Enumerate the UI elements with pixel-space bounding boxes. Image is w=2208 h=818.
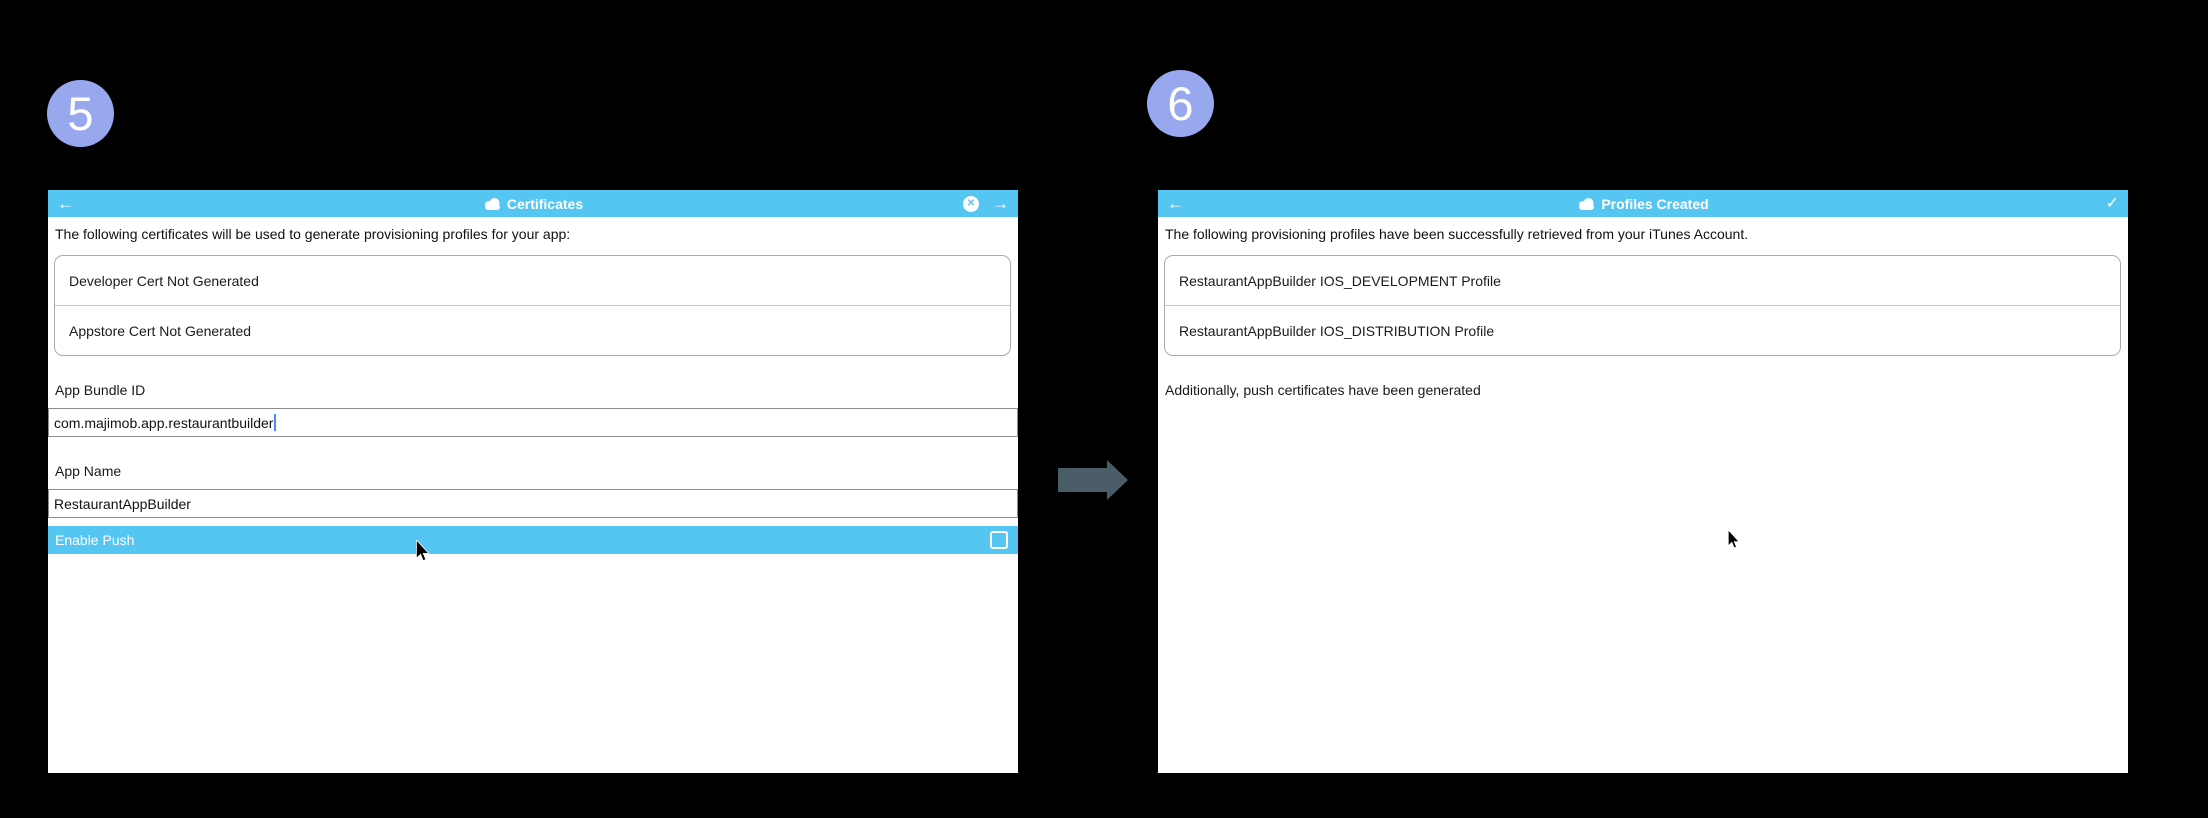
profiles-title-group: Profiles Created [1158, 190, 2128, 217]
step-6-number: 6 [1167, 77, 1194, 130]
distribution-profile-label: RestaurantAppBuilder IOS_DISTRIBUTION Pr… [1179, 322, 1495, 339]
profiles-title: Profiles Created [1601, 195, 1709, 212]
appstore-cert-status: Appstore Cert Not Generated [69, 322, 252, 339]
cloud-icon [1577, 197, 1596, 210]
back-arrow-icon[interactable]: ← [57, 194, 74, 213]
titlebar-actions: ✕ → [963, 195, 1009, 212]
back-arrow-icon[interactable]: ← [1167, 194, 1184, 213]
forward-arrow-icon[interactable]: → [992, 194, 1009, 213]
step-5-badge: 5 [47, 80, 114, 147]
app-name-input[interactable]: RestaurantAppBuilder [48, 489, 1018, 518]
flow-arrow-icon [1058, 460, 1128, 505]
app-bundle-id-label: App Bundle ID [55, 382, 146, 398]
app-bundle-id-input[interactable]: com.majimob.app.restaurantbuilder [48, 408, 1018, 437]
confirm-check-icon[interactable]: ✓ [2105, 194, 2119, 212]
step-6-badge: 6 [1147, 70, 1214, 137]
list-item[interactable]: RestaurantAppBuilder IOS_DEVELOPMENT Pro… [1165, 256, 2120, 305]
profiles-list: RestaurantAppBuilder IOS_DEVELOPMENT Pro… [1164, 255, 2121, 356]
cloud-icon [483, 197, 502, 210]
certificates-title: Certificates [506, 195, 584, 212]
profiles-intro-text: The following provisioning profiles have… [1165, 226, 1749, 242]
text-caret [274, 414, 277, 431]
push-certs-note: Additionally, push certificates have bee… [1165, 382, 1481, 398]
list-item[interactable]: Developer Cert Not Generated [55, 256, 1010, 305]
profiles-titlebar: ← Profiles Created ✓ [1158, 190, 2128, 217]
certificates-title-group: Certificates [48, 190, 1018, 217]
certificates-titlebar: ← Certificates ✕ → [48, 190, 1018, 217]
mouse-cursor [1728, 530, 1740, 549]
developer-cert-status: Developer Cert Not Generated [69, 272, 259, 289]
enable-push-label: Enable Push [55, 532, 135, 548]
certificates-dialog: ← Certificates ✕ → The following certifi… [48, 190, 1018, 773]
cert-status-list: Developer Cert Not Generated Appstore Ce… [54, 255, 1011, 356]
development-profile-label: RestaurantAppBuilder IOS_DEVELOPMENT Pro… [1179, 272, 1501, 289]
cancel-icon[interactable]: ✕ [963, 195, 979, 212]
mouse-cursor [416, 540, 430, 562]
enable-push-checkbox[interactable] [990, 531, 1008, 549]
app-bundle-id-value: com.majimob.app.restaurantbuilder [54, 414, 274, 431]
enable-push-row[interactable]: Enable Push [48, 526, 1018, 554]
list-item[interactable]: Appstore Cert Not Generated [55, 305, 1010, 355]
certificates-intro-text: The following certificates will be used … [55, 226, 571, 242]
step-5-number: 5 [67, 87, 94, 140]
app-name-label: App Name [55, 463, 122, 479]
app-name-value: RestaurantAppBuilder [54, 495, 191, 512]
profiles-created-dialog: ← Profiles Created ✓ The following provi… [1158, 190, 2128, 773]
titlebar-actions: ✓ [2105, 194, 2119, 212]
list-item[interactable]: RestaurantAppBuilder IOS_DISTRIBUTION Pr… [1165, 305, 2120, 355]
